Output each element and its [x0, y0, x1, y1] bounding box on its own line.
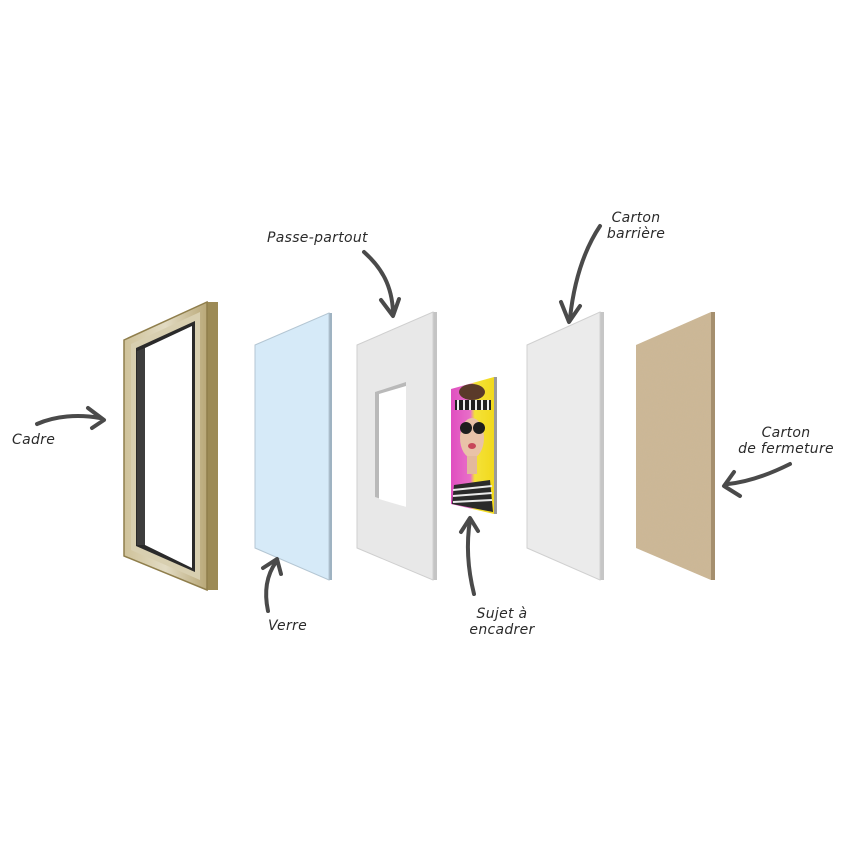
arrow-carton-barriere-icon	[568, 224, 602, 320]
mat-component	[356, 311, 437, 581]
label-sujet-line2: encadrer	[469, 622, 535, 638]
frame-component	[123, 300, 218, 592]
label-sujet-line1: Sujet à	[476, 606, 528, 622]
label-carton-barriere-line1: Carton	[611, 210, 661, 226]
label-carton-barriere-line2: barrière	[606, 226, 666, 242]
backing-board-component	[636, 312, 715, 580]
label-carton-barriere: Carton barrière	[596, 210, 676, 242]
label-cadre: Cadre	[12, 432, 55, 448]
label-carton-fermeture: Carton de fermeture	[728, 425, 844, 457]
arrow-verre-icon	[264, 560, 278, 613]
arrow-carton-fermeture-icon	[726, 462, 792, 486]
label-sujet: Sujet à encadrer	[462, 606, 542, 638]
barrier-board-component	[526, 311, 604, 581]
glass-component	[254, 312, 332, 581]
label-passe-partout-text: Passe-partout	[267, 230, 368, 246]
label-passe-partout: Passe-partout	[267, 230, 368, 246]
arrow-cadre-icon	[35, 414, 102, 426]
arrows	[35, 224, 792, 613]
label-carton-fermeture-line1: Carton	[761, 425, 811, 441]
label-carton-fermeture-line2: de fermeture	[738, 441, 834, 457]
label-verre: Verre	[268, 618, 307, 634]
photo-component	[451, 377, 497, 514]
arrow-passe-partout-icon	[362, 250, 395, 314]
label-verre-text: Verre	[268, 618, 307, 634]
arrow-sujet-icon	[465, 518, 476, 596]
label-cadre-text: Cadre	[12, 432, 56, 448]
